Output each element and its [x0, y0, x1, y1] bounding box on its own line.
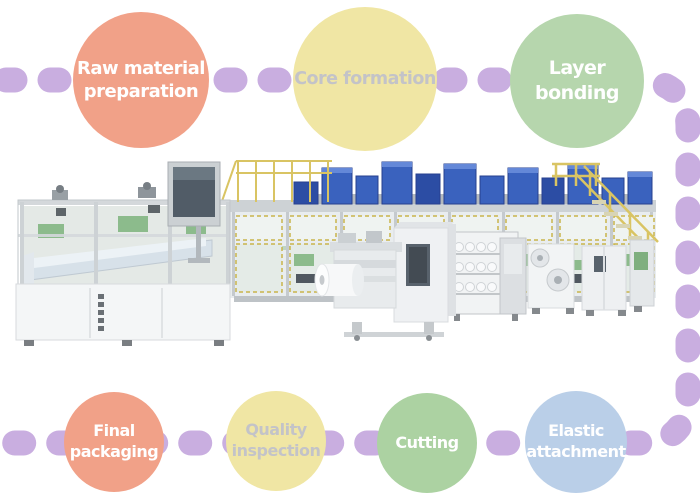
staircase — [552, 162, 659, 252]
connector-dashes — [0, 67, 700, 456]
platform-railing — [220, 160, 332, 205]
step-raw-material-preparation: Raw material preparation — [73, 12, 209, 148]
step-quality-inspection: Quality inspection — [226, 391, 326, 491]
step-label: Quality inspection — [231, 420, 321, 460]
step-label: Layer bonding — [535, 57, 619, 104]
step-label: Cutting — [395, 432, 459, 452]
step-elastic-attachment: Elastic attachment — [525, 391, 627, 493]
machinery — [15, 160, 659, 346]
right-cabinets — [527, 239, 655, 316]
unwinder-machine — [314, 222, 456, 341]
step-label: Final packaging — [69, 421, 159, 461]
spools — [454, 242, 497, 292]
step-final-packaging: Final packaging — [64, 392, 164, 492]
step-core-formation: Core formation — [293, 7, 437, 151]
step-cutting: Cutting — [377, 393, 477, 493]
display-screen — [167, 161, 221, 263]
material-roll — [314, 263, 364, 297]
bobbin-rack — [451, 231, 527, 321]
step-label: Elastic attachment — [526, 421, 626, 461]
latch-column — [98, 294, 104, 331]
connector-path — [0, 67, 700, 456]
step-layer-bonding: Layer bonding — [510, 14, 644, 148]
left-machine — [15, 161, 231, 346]
step-label: Raw material preparation — [77, 57, 205, 102]
step-label: Core formation — [294, 68, 436, 89]
